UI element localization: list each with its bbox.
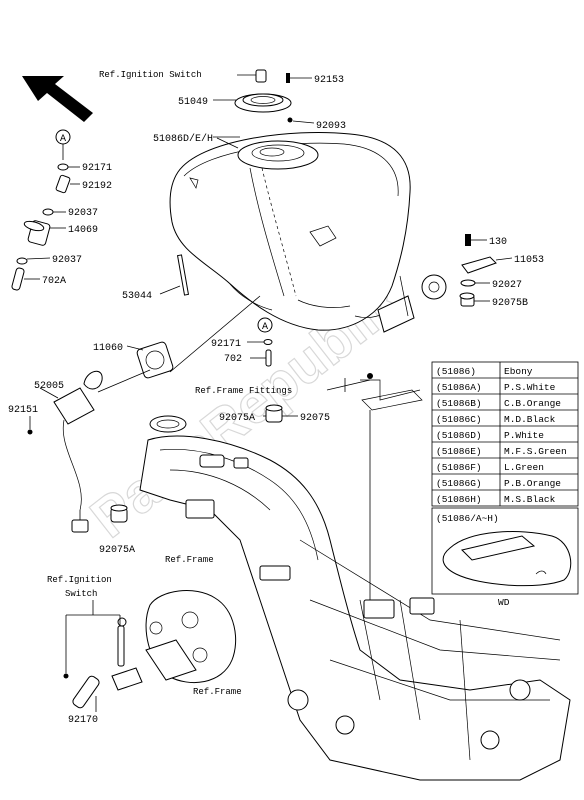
label-92093: 92093 bbox=[316, 121, 346, 132]
color-name-cell: P.S.White bbox=[504, 382, 556, 393]
ref-ignition-bottom-line1: Ref.Ignition bbox=[47, 575, 112, 585]
color-name-cell: L.Green bbox=[504, 462, 544, 473]
color-code-cell: (51086F) bbox=[436, 462, 482, 473]
label-92192: 92192 bbox=[82, 181, 112, 192]
color-code-cell: (51086H) bbox=[436, 494, 482, 505]
label-11053: 11053 bbox=[514, 255, 544, 266]
ref-frame-mid: Ref.Frame bbox=[165, 555, 214, 565]
fuel-pump-assembly bbox=[27, 295, 261, 533]
label-92170: 92170 bbox=[68, 715, 98, 726]
label-92075a-bottom: 92075A bbox=[99, 545, 135, 556]
label-11060: 11060 bbox=[93, 343, 123, 354]
label-51086deh: 51086D/E/H bbox=[153, 133, 213, 145]
drain-parts: A bbox=[247, 317, 273, 367]
color-code-cell: (51086) bbox=[436, 366, 476, 377]
label-51049: 51049 bbox=[178, 97, 208, 108]
inset-caption: WD bbox=[498, 597, 510, 608]
label-92171-b: 92171 bbox=[211, 339, 241, 350]
label-130: 130 bbox=[489, 237, 507, 248]
frame-fittings-dampers bbox=[110, 373, 373, 523]
label-53044: 53044 bbox=[122, 291, 152, 302]
front-direction-arrow-icon bbox=[22, 76, 93, 122]
label-92171-a: 92171 bbox=[82, 163, 112, 174]
label-52005: 52005 bbox=[34, 381, 64, 392]
label-92027: 92027 bbox=[492, 280, 522, 291]
callout-a-top: A bbox=[60, 134, 66, 145]
label-702a: 702A bbox=[42, 276, 66, 287]
color-name-cell: C.B.Orange bbox=[504, 398, 561, 409]
tank-pin-53044 bbox=[159, 254, 190, 296]
label-92075b: 92075B bbox=[492, 298, 528, 309]
color-code-table: (51086) Ebony (51086A) P.S.White (51086B) C.B… bbox=[431, 361, 579, 507]
callout-a-mid: A bbox=[262, 322, 268, 333]
part-labels: Ref.Ignition Switch 92153 51049 92093 51… bbox=[8, 70, 544, 726]
motorcycle-frame bbox=[139, 379, 571, 781]
label-92037-a: 92037 bbox=[68, 208, 98, 219]
ref-ignition-switch-top: Ref.Ignition Switch bbox=[99, 70, 202, 80]
color-name-cell: Ebony bbox=[504, 366, 533, 377]
color-code-cell: (51086G) bbox=[436, 478, 482, 489]
color-name-cell: M.F.S.Green bbox=[504, 446, 567, 457]
color-name-cell: P.B.Orange bbox=[504, 478, 561, 489]
label-92075: 92075 bbox=[300, 413, 330, 424]
color-code-cell: (51086B) bbox=[436, 398, 482, 409]
color-name-cell: P.White bbox=[504, 430, 544, 441]
color-code-cell: (51086D) bbox=[436, 430, 482, 441]
tank-decal-inset: (51086/A~H) Kawasaki WD bbox=[431, 507, 579, 608]
inset-title: (51086/A~H) bbox=[436, 513, 499, 524]
ref-frame-bottom: Ref.Frame bbox=[193, 687, 242, 697]
label-92151: 92151 bbox=[8, 405, 38, 416]
color-code-cell: (51086C) bbox=[436, 414, 482, 425]
color-name-cell: M.D.Black bbox=[504, 414, 556, 425]
color-code-cell: (51086E) bbox=[436, 446, 482, 457]
color-name-cell: M.S.Black bbox=[504, 494, 556, 505]
color-code-cell: (51086A) bbox=[436, 382, 482, 393]
label-92075a-top: 92075A bbox=[219, 413, 255, 424]
fuel-tank bbox=[169, 132, 411, 331]
left-parts-stack: A bbox=[11, 129, 80, 291]
right-bracket-parts bbox=[377, 234, 513, 333]
ref-frame-fittings: Ref.Frame Fittings bbox=[195, 386, 292, 396]
ref-ignition-bottom-line2: Switch bbox=[65, 589, 97, 599]
fuel-cap-assembly bbox=[213, 69, 315, 138]
ignition-switch-lower bbox=[63, 590, 237, 712]
label-14069: 14069 bbox=[68, 225, 98, 236]
label-92153: 92153 bbox=[314, 75, 344, 86]
label-92037-b: 92037 bbox=[52, 255, 82, 266]
label-702: 702 bbox=[224, 354, 242, 365]
